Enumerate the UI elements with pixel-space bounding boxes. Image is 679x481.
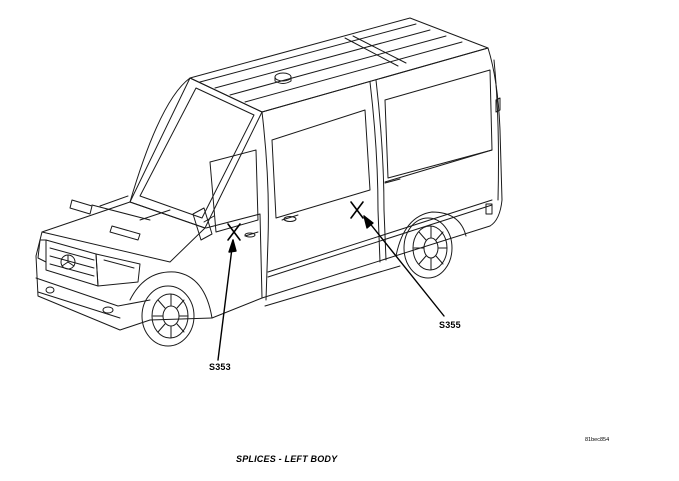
rear-wheel: [395, 211, 467, 279]
callout-s353-leader: [217, 239, 237, 361]
front-wheel: [141, 285, 195, 347]
diagram-caption: SPLICES - LEFT BODY: [236, 454, 338, 464]
van-cab: [41, 77, 263, 319]
callout-s355-leader: [363, 215, 445, 317]
van-roof: [189, 17, 489, 113]
figure-code: 81bec854: [585, 437, 610, 443]
van-front-face: [35, 199, 213, 331]
callout-label-s355: S355: [439, 320, 461, 330]
callout-s355-marker: [350, 201, 364, 219]
callout-s353-marker: [227, 223, 241, 241]
van-body-side: [261, 47, 503, 307]
callout-label-s353: S353: [209, 362, 231, 372]
